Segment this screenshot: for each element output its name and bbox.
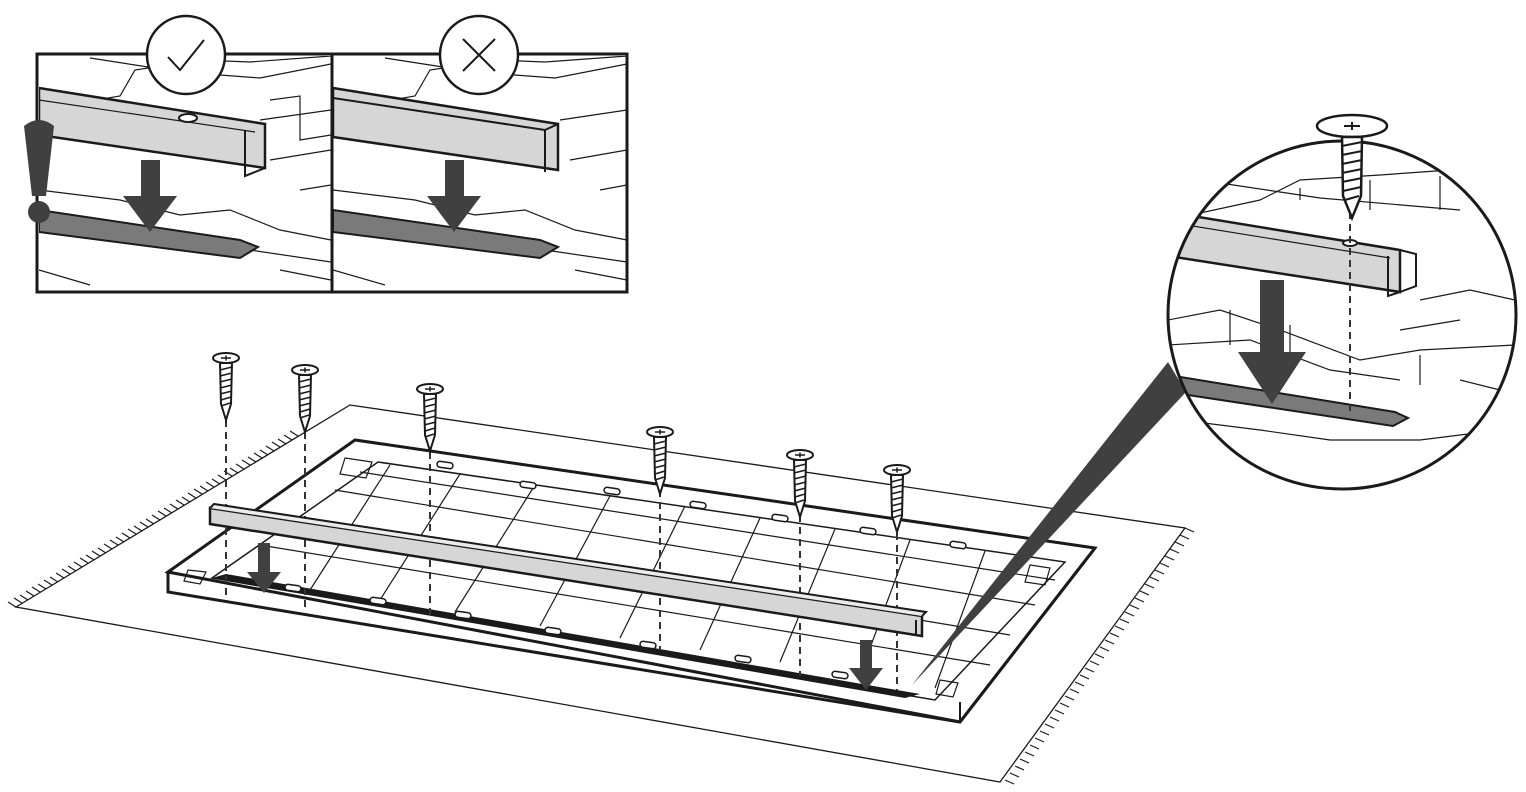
check-mark-icon — [145, 14, 227, 96]
callout-pointer — [912, 362, 1186, 685]
cross-mark-icon — [438, 14, 520, 96]
detail-magnifier — [1166, 113, 1518, 491]
exclamation-icon — [24, 120, 54, 223]
down-arrow-right — [849, 640, 883, 690]
incorrect-orientation-panel — [330, 14, 629, 294]
metal-rail — [208, 502, 929, 638]
correct-orientation-panel — [35, 14, 334, 294]
down-arrow-left — [247, 543, 281, 593]
fringe-left — [7, 430, 299, 608]
screw-icon — [291, 364, 319, 433]
screw-icon — [212, 352, 240, 421]
inset-panels — [24, 14, 629, 294]
main-assembly — [7, 352, 1195, 785]
fringe-right — [1004, 527, 1195, 785]
